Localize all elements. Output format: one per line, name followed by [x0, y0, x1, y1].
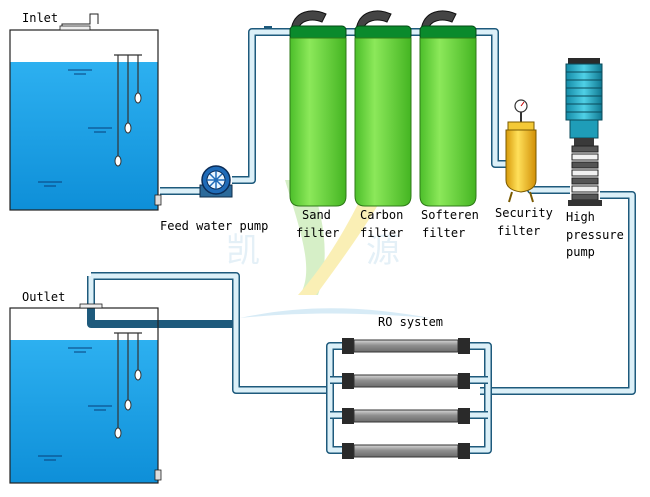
security-filter-label-1: Security [495, 206, 553, 220]
security-filter-label-2: filter [497, 224, 540, 238]
inlet-label: Inlet [22, 11, 58, 25]
sand-filter-label-1: Sand [302, 208, 331, 222]
ro-membrane [342, 443, 470, 459]
ro-membrane [342, 338, 470, 354]
sand-filter: Sand filter [289, 10, 347, 240]
high-pressure-pump: High pressure pump [565, 58, 624, 259]
inlet-tank: Inlet [9, 11, 162, 211]
carbon-filter: Carbon filter [354, 10, 412, 240]
softener-filter: Softeren filter [419, 10, 479, 240]
hp-pump-label-1: High [566, 210, 595, 224]
ro-system-label: RO system [378, 315, 443, 329]
ro-membrane [342, 373, 470, 389]
softener-filter-label-1: Softeren [421, 208, 479, 222]
ro-membrane [342, 408, 470, 424]
ro-system: RO system [326, 315, 492, 459]
feed-pump-label: Feed water pump [160, 219, 268, 233]
carbon-filter-label-1: Carbon [360, 208, 403, 222]
softener-filter-label-2: filter [422, 226, 465, 240]
watermark-right-glyph: 源 [366, 231, 400, 271]
carbon-filter-label-2: filter [360, 226, 403, 240]
outlet-label: Outlet [22, 290, 65, 304]
watermark-logo: 凯 源 ® [226, 174, 430, 318]
sand-filter-label-2: filter [296, 226, 339, 240]
security-filter: Security filter [495, 99, 553, 238]
feed-water-pump: Feed water pump [160, 165, 268, 233]
hp-pump-label-3: pump [566, 245, 595, 259]
outlet-tank: Outlet [9, 290, 162, 484]
hp-pump-label-2: pressure [566, 228, 624, 242]
watermark-left-glyph: 凯 [226, 231, 260, 271]
